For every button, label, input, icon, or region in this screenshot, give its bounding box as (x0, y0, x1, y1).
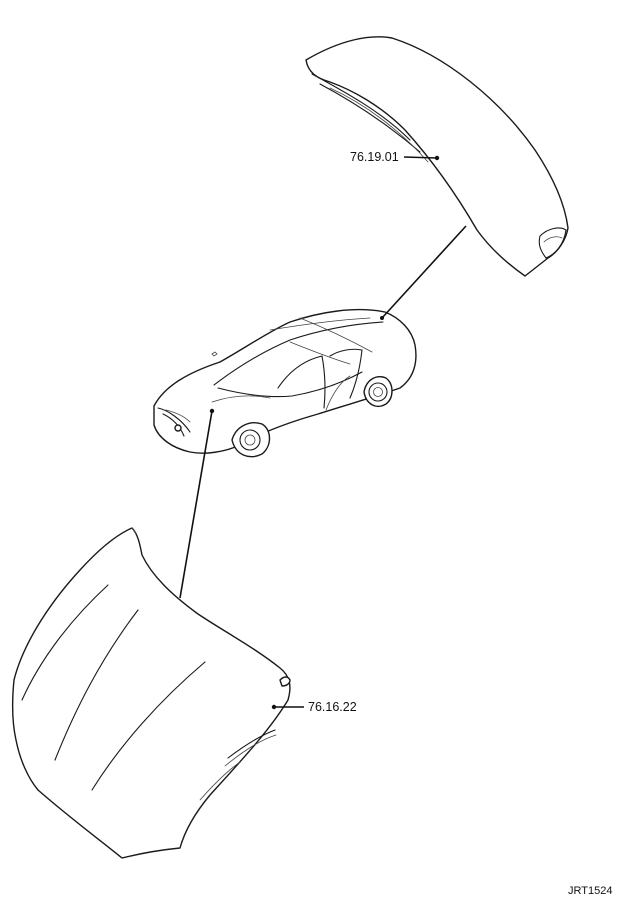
trunk-callout-dot (434, 155, 440, 161)
trunk-callout-line (403, 156, 438, 159)
hood-leader (179, 410, 213, 599)
trunk-lid-leader (381, 225, 467, 319)
hood-drawing[interactable] (11, 527, 291, 859)
hood-part-number[interactable]: 76.16.22 (308, 700, 357, 714)
hood-callout-dot (271, 704, 277, 710)
hood-leader-dot (209, 408, 215, 414)
trunk-lid-leader-dot (380, 316, 384, 320)
car-overview-drawing (153, 308, 417, 458)
trunk-lid-part-number[interactable]: 76.19.01 (350, 150, 399, 164)
figure-reference: JRT1524 (568, 885, 612, 897)
